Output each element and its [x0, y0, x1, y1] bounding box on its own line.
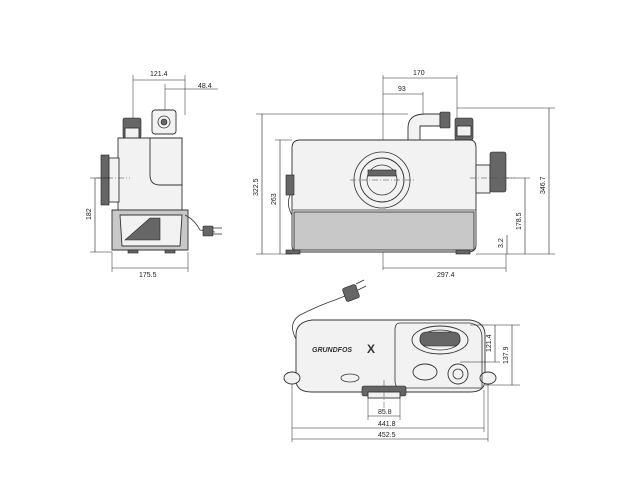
- grundfos-logo: GRUNDFOS: [312, 347, 352, 354]
- side-view: 121.4 48.4 182: [86, 71, 222, 279]
- dimension-label-top-outlet-width: 85.8: [378, 409, 392, 416]
- dimension-label-front-foot-height: 3.2: [498, 238, 505, 248]
- dimension-label-front-body-height: 263: [271, 193, 278, 205]
- dimension-label-front-right-height: 346.7: [540, 176, 547, 194]
- dimension-label-side-base-width: 175.5: [139, 272, 157, 279]
- dimension-label-front-width-top: 170: [413, 70, 425, 77]
- grundfos-x-logo: X: [367, 342, 375, 356]
- dimension-label-top-width-b: 452.5: [378, 432, 396, 439]
- dimension-label-top-depth-b: 137.9: [503, 346, 510, 364]
- dimension-label-side-width-top: 121.4: [150, 71, 168, 78]
- dimension-label-front-base-width: 297.4: [437, 272, 455, 279]
- dimension-label-top-width-a: 441.8: [378, 421, 396, 428]
- dimension-label-front-inlet-offset: 93: [398, 86, 406, 93]
- dimension-label-front-inlet-height: 178.5: [516, 212, 523, 230]
- top-view: GRUNDFOS X 121.4 137.9 85.8 441.8: [283, 279, 520, 442]
- dimension-label-side-outlet-offset: 48.4: [198, 83, 212, 90]
- dimension-label-front-total-height-left: 322.5: [253, 178, 260, 196]
- dimension-label-side-height: 182: [86, 208, 93, 220]
- front-view: 170 93 322.5 26: [253, 70, 555, 279]
- dimension-label-top-depth-a: 121.4: [486, 334, 493, 352]
